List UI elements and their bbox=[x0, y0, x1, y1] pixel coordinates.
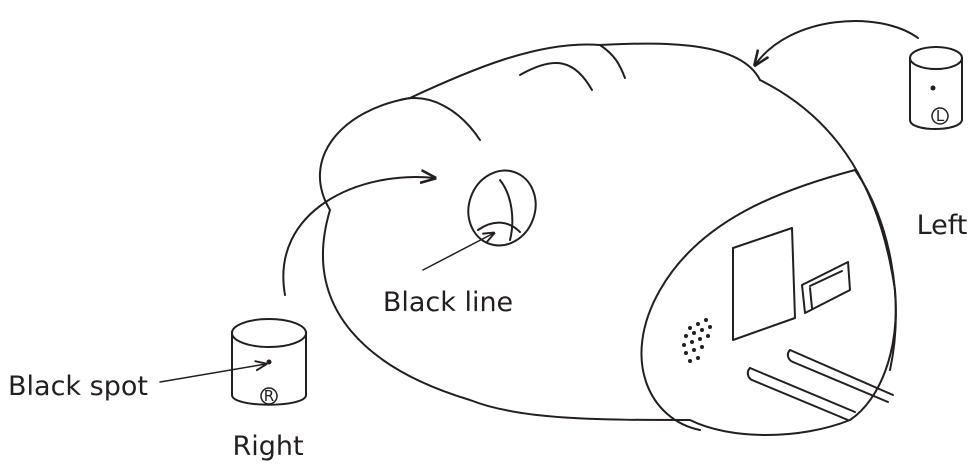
right-cup-mark: R bbox=[264, 387, 274, 405]
speaker-dots bbox=[682, 318, 712, 363]
sticks bbox=[748, 350, 893, 420]
front-door bbox=[733, 228, 795, 340]
right-arrow bbox=[283, 177, 435, 295]
front-window bbox=[802, 262, 850, 313]
black-spot-pointer bbox=[160, 364, 266, 382]
left-cup-mark: L bbox=[936, 107, 945, 125]
right-label: Right bbox=[232, 431, 303, 462]
black-line-label: Black line bbox=[383, 287, 513, 318]
black-line-pointer bbox=[423, 233, 494, 270]
hole bbox=[458, 161, 546, 255]
left-arrow bbox=[755, 21, 918, 65]
black-spot-label: Black spot bbox=[8, 371, 148, 402]
cloud-body bbox=[320, 44, 896, 435]
left-label: Left bbox=[917, 210, 968, 241]
